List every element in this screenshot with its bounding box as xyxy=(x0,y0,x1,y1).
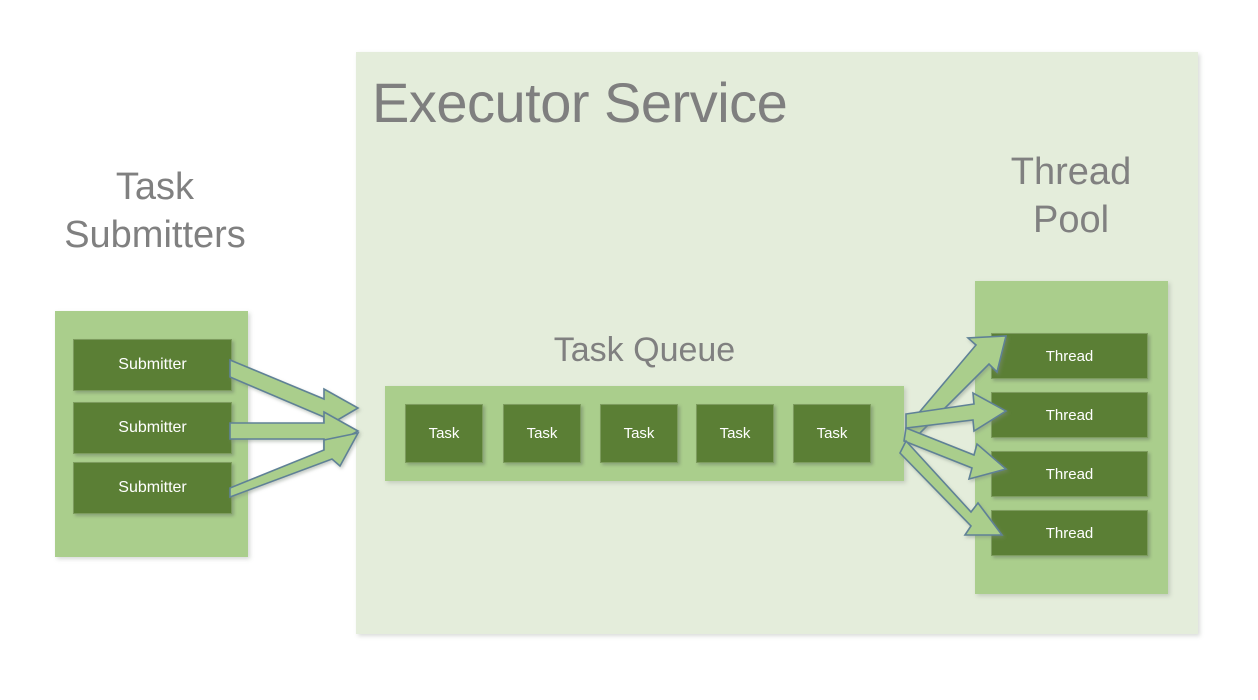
task-box[interactable]: Task xyxy=(793,404,871,463)
thread-box[interactable]: Thread xyxy=(991,510,1148,556)
thread-box[interactable]: Thread xyxy=(991,333,1148,379)
task-submitters-title-line1: Task xyxy=(115,166,195,208)
submitter-box[interactable]: Submitter xyxy=(73,402,232,454)
task-submitters-title-line2: Submitters xyxy=(64,214,246,256)
task-box[interactable]: Task xyxy=(600,404,678,463)
task-box[interactable]: Task xyxy=(405,404,483,463)
task-box[interactable]: Task xyxy=(696,404,774,463)
thread-box[interactable]: Thread xyxy=(991,451,1148,497)
arrow-submitter2-to-queue xyxy=(229,410,360,452)
submitter-box[interactable]: Submitter xyxy=(73,462,232,514)
task-submitters-title: Task Submitters xyxy=(20,163,290,259)
task-box[interactable]: Task xyxy=(503,404,581,463)
arrow-submitter1-to-queue xyxy=(229,358,360,430)
task-queue-title: Task Queue xyxy=(553,331,736,369)
executor-service-title: Executor Service xyxy=(372,71,788,134)
thread-pool-title: Thread Pool xyxy=(971,148,1171,244)
thread-pool-title-line1: Thread xyxy=(1010,151,1132,193)
thread-pool-title-line2: Pool xyxy=(1032,199,1110,241)
arrow-submitter3-to-queue xyxy=(229,431,360,499)
submitter-box[interactable]: Submitter xyxy=(73,339,232,391)
thread-box[interactable]: Thread xyxy=(991,392,1148,438)
